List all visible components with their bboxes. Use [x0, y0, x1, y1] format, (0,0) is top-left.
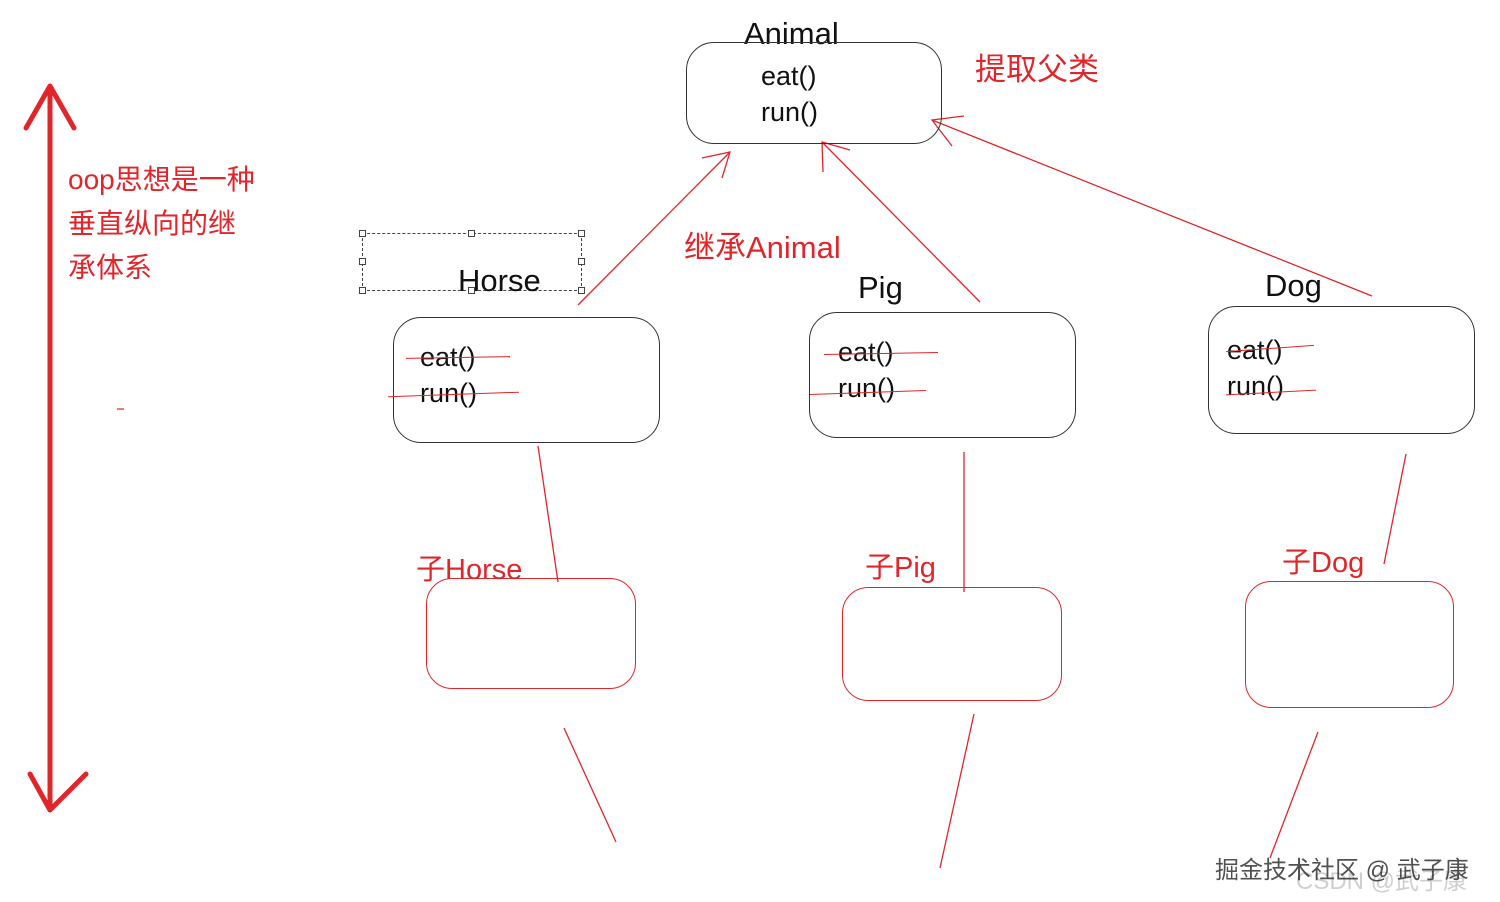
arrow-head-down	[27, 771, 89, 813]
selection-handle[interactable]	[468, 230, 475, 237]
inherit-label: 继承Animal	[684, 230, 841, 265]
selection-handle[interactable]	[578, 287, 585, 294]
horse-selection-frame[interactable]	[359, 230, 585, 294]
side-note-line-1: oop思想是一种	[68, 164, 255, 195]
sub-child-label-pig: 子Pig	[865, 552, 936, 584]
child-class-name-horse: Horse	[458, 263, 541, 298]
selection-handle[interactable]	[578, 230, 585, 237]
connector-dog-sub	[1383, 453, 1407, 565]
dog-method-eat: eat()	[1227, 335, 1283, 365]
side-note-line-2: 垂直纵向的继	[68, 208, 237, 239]
sub-child-label-dog: 子Dog	[1282, 547, 1365, 579]
horse-method-run: run()	[420, 378, 478, 408]
pig-method-eat: eat()	[838, 337, 894, 367]
vertical-double-arrow	[23, 83, 89, 813]
parent-method-eat: eat()	[761, 61, 817, 91]
pig-method-run: run()	[838, 373, 896, 403]
child-class-box-dog: eat() run()	[1208, 306, 1475, 434]
side-note: oop思想是一种 垂直纵向的继 承体系	[68, 158, 255, 290]
selection-handle[interactable]	[359, 258, 366, 265]
arrow-dog-to-animal	[931, 119, 1373, 297]
watermark-ghost: CSDN @武子康	[1296, 868, 1468, 895]
connector-pig-down	[939, 713, 975, 869]
side-note-line-3: 承体系	[68, 252, 153, 283]
watermark: 掘金技术社区 @ 武子康	[1215, 857, 1469, 884]
sub-child-label-horse: 子Horse	[416, 554, 523, 586]
child-class-name-pig: Pig	[858, 270, 903, 305]
sub-connectors	[537, 445, 1407, 869]
arrowhead-horse	[701, 151, 731, 179]
sub-child-box-dog	[1245, 581, 1454, 708]
connector-dog-down	[1269, 731, 1319, 859]
sub-child-box-pig	[842, 587, 1062, 701]
dog-method-run: run()	[1227, 371, 1285, 401]
parent-method-run: run()	[761, 97, 819, 127]
selection-handle[interactable]	[468, 287, 475, 294]
arrow-pig-to-animal	[821, 141, 981, 303]
selection-handle[interactable]	[578, 258, 585, 265]
sub-child-box-horse	[426, 578, 636, 689]
connector-horse-down	[563, 727, 617, 843]
inheritance-arrows	[577, 115, 1373, 306]
selection-handle[interactable]	[359, 230, 366, 237]
horse-method-eat: eat()	[420, 342, 476, 372]
connector-horse-sub	[537, 445, 559, 583]
parent-class-box: eat() run()	[686, 42, 942, 144]
extract-parent-annotation: 提取父类	[975, 52, 1099, 87]
arrow-horse-to-animal	[577, 151, 731, 306]
child-class-name-dog: Dog	[1265, 268, 1322, 303]
arrowhead-pig	[821, 141, 851, 173]
child-class-box-horse: eat() run()	[393, 317, 660, 443]
child-class-box-pig: eat() run()	[809, 312, 1076, 438]
parent-class-name: Animal	[744, 16, 839, 51]
selection-handle[interactable]	[359, 287, 366, 294]
arrow-head-up	[23, 83, 77, 131]
